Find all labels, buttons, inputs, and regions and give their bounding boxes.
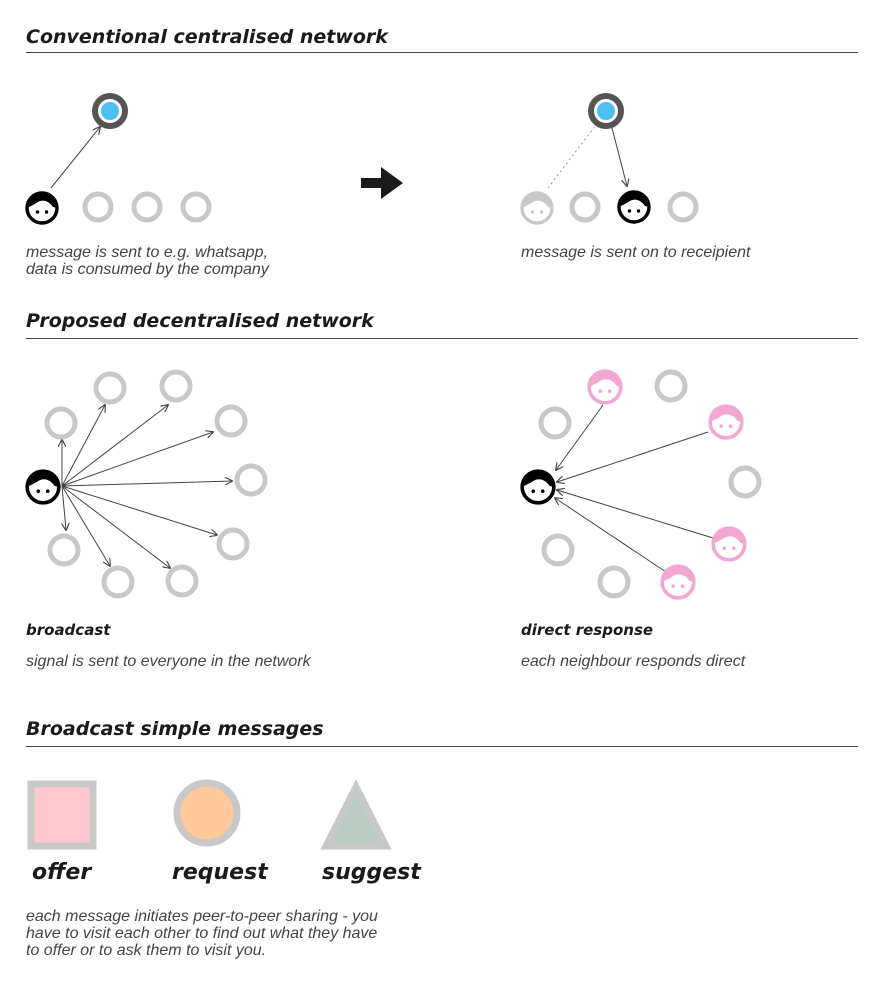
centralised-forward-diagram — [520, 96, 699, 225]
broadcast-diagram — [25, 369, 268, 599]
direct-response-label: direct response — [521, 621, 654, 639]
section-title-messages: Broadcast simple messages — [26, 718, 324, 740]
ring-node-icon — [93, 371, 127, 405]
broadcast-caption: signal is sent to everyone in the networ… — [26, 653, 311, 670]
ring-node-icon — [82, 191, 114, 223]
person-face-icon — [25, 469, 61, 505]
offer-label: offer — [32, 860, 92, 885]
ring-node-icon — [44, 406, 78, 440]
ring-node-icon — [131, 191, 163, 223]
ring-node-icon — [654, 369, 688, 403]
ring-node-icon — [165, 564, 199, 598]
person-face-icon — [25, 191, 59, 225]
ring-node-icon — [538, 406, 572, 440]
server-node-icon — [95, 96, 125, 126]
caption-send-line2: data is consumed by the company — [26, 261, 269, 278]
caption-send-line1: message is sent to e.g. whatsapp, — [26, 244, 268, 261]
messages-caption-line2: have to visit each other to find out wha… — [26, 925, 378, 942]
consumed-link — [547, 124, 597, 189]
messages-caption-line1: each message initiates peer-to-peer shar… — [26, 908, 378, 925]
ring-node-icon — [216, 527, 250, 561]
ring-node-icon — [597, 565, 631, 599]
ring-node-icon — [728, 465, 762, 499]
suggest-symbol-icon — [320, 779, 392, 850]
person-face-icon — [520, 469, 556, 505]
caption-forward: message is sent on to receipient — [521, 244, 751, 261]
broadcast-label: broadcast — [26, 621, 111, 639]
send-arrow — [50, 127, 100, 189]
request-symbol-icon — [173, 779, 241, 847]
server-node-icon — [591, 96, 621, 126]
suggest-label: suggest — [322, 860, 421, 885]
section-title-decentralised: Proposed decentralised network — [26, 310, 374, 332]
ring-node-icon — [159, 369, 193, 403]
request-label: request — [172, 860, 268, 885]
person-face-icon — [708, 404, 744, 440]
messages-caption-line3: to offer or to ask them to visit you. — [26, 942, 267, 959]
ring-node-icon — [541, 533, 575, 567]
ring-node-icon — [47, 533, 81, 567]
ring-node-icon — [569, 191, 601, 223]
section-divider — [26, 52, 858, 53]
person-face-icon — [660, 564, 696, 600]
centralised-send-diagram — [25, 96, 212, 225]
forward-arrow — [611, 127, 627, 186]
offer-symbol-icon — [27, 780, 97, 850]
ring-node-icon — [214, 404, 248, 438]
direct-response-caption: each neighbour responds direct — [521, 653, 746, 670]
right-arrow-icon — [361, 167, 403, 199]
ring-node-icon — [667, 191, 699, 223]
person-face-icon — [520, 191, 554, 225]
ring-node-icon — [234, 463, 268, 497]
person-face-icon — [617, 190, 651, 224]
section-divider — [26, 338, 858, 339]
ring-node-icon — [101, 565, 135, 599]
section-title-centralised: Conventional centralised network — [26, 26, 388, 48]
person-face-icon — [711, 526, 747, 562]
direct-response-diagram — [520, 369, 762, 600]
person-face-icon — [587, 369, 623, 405]
section-divider — [26, 746, 858, 747]
ring-node-icon — [180, 191, 212, 223]
